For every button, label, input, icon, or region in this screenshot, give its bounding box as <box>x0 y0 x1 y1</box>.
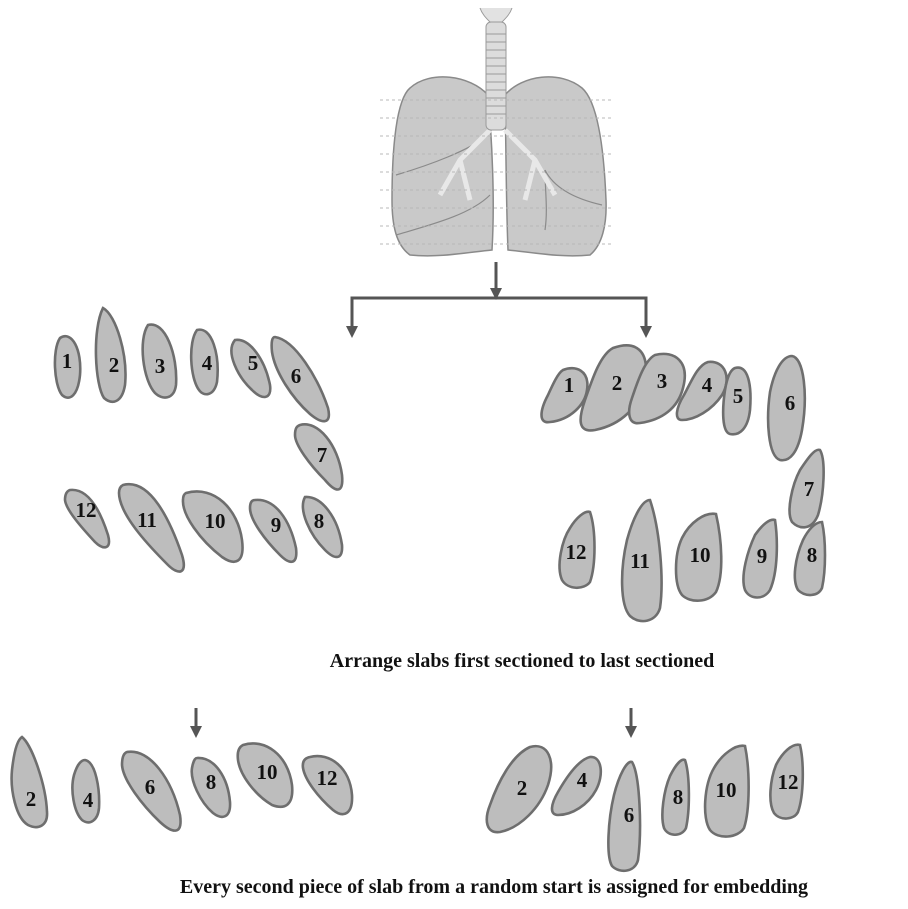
slab-9: 9 <box>743 520 776 598</box>
svg-text:11: 11 <box>630 549 650 573</box>
svg-text:12: 12 <box>317 766 338 790</box>
slab-10: 10 <box>705 746 749 837</box>
svg-text:8: 8 <box>807 543 818 567</box>
random-start-arrows <box>190 708 637 738</box>
left-selected-slabs: 2 4 6 8 10 12 <box>12 737 352 831</box>
svg-text:4: 4 <box>202 351 213 375</box>
slab-12: 12 <box>303 756 352 814</box>
slab-10: 10 <box>676 514 721 601</box>
slab-6: 6 <box>608 762 640 871</box>
svg-text:4: 4 <box>83 788 94 812</box>
slab-2: 2 <box>96 308 126 402</box>
slab-8: 8 <box>192 758 230 817</box>
svg-text:6: 6 <box>291 364 302 388</box>
slab-2: 2 <box>12 737 47 827</box>
svg-text:8: 8 <box>673 785 684 809</box>
caption-arrange: Arrange slabs first sectioned to last se… <box>330 650 714 672</box>
svg-text:2: 2 <box>612 371 623 395</box>
svg-text:10: 10 <box>690 543 711 567</box>
svg-text:11: 11 <box>137 508 157 532</box>
slab-11: 11 <box>119 484 184 571</box>
svg-text:12: 12 <box>76 498 97 522</box>
slab-11: 11 <box>622 500 661 621</box>
slab-8: 8 <box>662 760 688 835</box>
slab-5: 5 <box>723 368 750 435</box>
svg-text:4: 4 <box>577 768 588 792</box>
slab-8: 8 <box>303 497 342 557</box>
svg-text:9: 9 <box>271 513 282 537</box>
svg-text:5: 5 <box>248 351 259 375</box>
right-slab-arrangement: 1 2 3 4 5 6 7 8 9 10 11 12 <box>542 345 826 621</box>
svg-text:10: 10 <box>716 778 737 802</box>
slab-4: 4 <box>552 757 601 815</box>
svg-text:2: 2 <box>517 776 528 800</box>
svg-text:9: 9 <box>757 544 768 568</box>
svg-text:10: 10 <box>257 760 278 784</box>
svg-text:8: 8 <box>206 770 217 794</box>
slab-3: 3 <box>143 325 177 398</box>
slab-6: 6 <box>122 752 181 831</box>
slab-12: 12 <box>65 490 109 547</box>
svg-text:1: 1 <box>564 373 575 397</box>
slab-7: 7 <box>790 450 824 528</box>
slab-2: 2 <box>487 746 551 832</box>
svg-text:12: 12 <box>566 540 587 564</box>
slab-5: 5 <box>231 340 270 397</box>
slab-12: 12 <box>560 512 595 588</box>
slab-6: 6 <box>272 337 329 421</box>
slab-12: 12 <box>770 745 802 819</box>
slab-4: 4 <box>72 760 99 822</box>
svg-text:4: 4 <box>702 373 713 397</box>
svg-text:8: 8 <box>314 509 325 533</box>
svg-text:12: 12 <box>778 770 799 794</box>
svg-text:6: 6 <box>624 803 635 827</box>
slab-8: 8 <box>795 522 825 595</box>
caption-embedding: Every second piece of slab from a random… <box>180 876 808 898</box>
branch-arrows <box>346 262 652 338</box>
slab-9: 9 <box>250 500 296 562</box>
svg-text:3: 3 <box>155 354 166 378</box>
slab-10: 10 <box>183 491 243 561</box>
svg-text:2: 2 <box>109 353 120 377</box>
lung-illustration <box>380 8 612 256</box>
svg-text:5: 5 <box>733 384 744 408</box>
svg-text:7: 7 <box>804 477 815 501</box>
svg-text:7: 7 <box>317 443 328 467</box>
slab-7: 7 <box>295 424 342 489</box>
svg-text:6: 6 <box>785 391 796 415</box>
svg-text:6: 6 <box>145 775 156 799</box>
right-selected-slabs: 2 4 6 8 10 12 <box>487 745 803 871</box>
slab-4: 4 <box>191 330 217 395</box>
slab-10: 10 <box>238 743 293 806</box>
svg-text:3: 3 <box>657 369 668 393</box>
svg-text:2: 2 <box>26 787 37 811</box>
svg-text:10: 10 <box>205 509 226 533</box>
slab-6: 6 <box>768 356 805 460</box>
left-slab-arrangement: 1 2 3 4 5 6 7 8 9 10 11 12 <box>55 308 342 572</box>
svg-text:1: 1 <box>62 349 73 373</box>
slab-1: 1 <box>55 336 80 397</box>
